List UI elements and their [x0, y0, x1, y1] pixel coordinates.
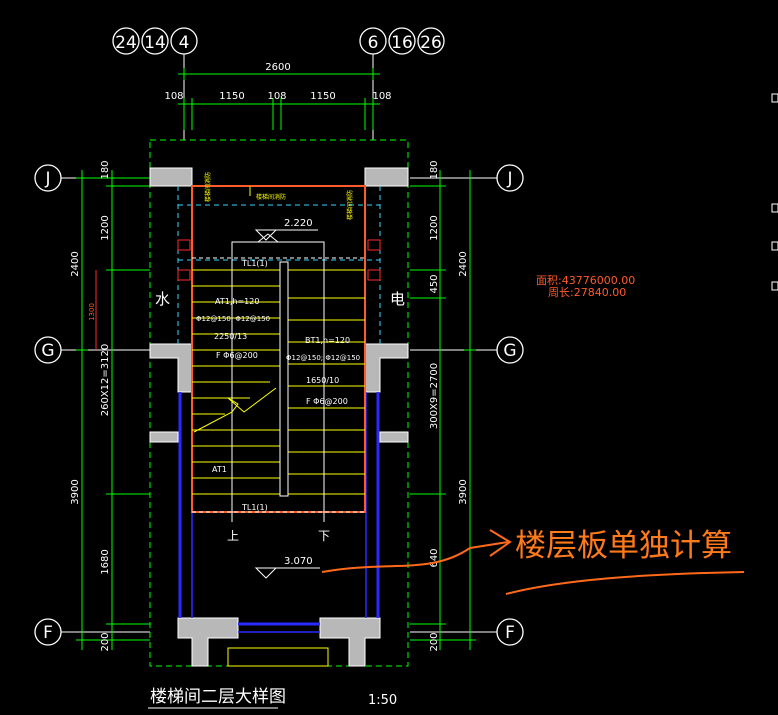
- axis-label-4: 4: [179, 33, 190, 53]
- left-axis-bubbles: J G F: [34, 164, 150, 646]
- level-upper: 2.220: [284, 218, 313, 229]
- area-text: 面积:43776000.00: [536, 274, 635, 287]
- dim-top-part-5: 108: [372, 91, 391, 102]
- direction-labels: 上 下 水 电: [155, 290, 405, 543]
- up-label: 上: [227, 529, 239, 543]
- axis-label-6: 6: [368, 33, 379, 53]
- at1-title: AT1,h=120: [215, 297, 259, 306]
- red-marks: [177, 239, 381, 281]
- yellow-notes: 楼梯间消防 楼梯间消防 楼梯间消防: [204, 172, 354, 220]
- bt1-dims: 1650/10: [306, 376, 339, 385]
- tl-bottom-label: TL1(1): [241, 503, 268, 512]
- axis-label-14: 14: [144, 33, 166, 53]
- dim-right-1200: 1200: [429, 215, 440, 240]
- at1-label: AT1: [212, 465, 227, 474]
- water-label: 水: [155, 290, 170, 308]
- axis-label-16: 16: [391, 33, 413, 53]
- top-dimensions: 2600 108 1150 108 1150 108: [164, 62, 392, 130]
- dim-top-part-3: 108: [267, 91, 286, 102]
- dim-left-1200: 1200: [100, 215, 111, 240]
- down-label: 下: [318, 529, 330, 543]
- dim-right-180: 180: [429, 160, 440, 179]
- top-axis-bubbles: 24 14 4 6 16 26: [112, 27, 445, 140]
- axis-left-G: G: [41, 341, 54, 361]
- drawing-scale: 1:50: [368, 693, 397, 708]
- dim-right-450: 450: [429, 274, 440, 293]
- left-dimensions: 2400 3900 180 1200 260X12=3120 1680 200 …: [70, 160, 150, 652]
- dim-right-2700: 300X9=2700: [429, 363, 440, 429]
- dim-left-3120: 260X12=3120: [100, 344, 111, 417]
- level-markers: 2.220 3.070: [254, 218, 320, 579]
- level-lower: 3.070: [284, 556, 313, 567]
- bt1-dist: F Φ6@200: [306, 397, 348, 406]
- dim-top-total: 2600: [265, 62, 290, 73]
- at1-rebar: Φ12@150; Φ12@150: [196, 315, 270, 323]
- axis-left-J: J: [44, 169, 50, 189]
- axis-label-24: 24: [115, 33, 137, 53]
- handrail: [231, 233, 325, 522]
- break-line: [193, 387, 277, 433]
- dim-top-part-4: 1150: [310, 91, 335, 102]
- cyan-beams: [177, 186, 381, 344]
- axis-right-F: F: [505, 623, 515, 643]
- perimeter-text: 周长:27840.00: [548, 286, 626, 299]
- flight-labels: AT1,h=120 Φ12@150; Φ12@150 2250/13 F Φ6@…: [196, 297, 360, 474]
- note-right: 楼梯间消防: [346, 190, 354, 220]
- dim-right-200: 200: [429, 632, 440, 651]
- axis-right-J: J: [506, 169, 512, 189]
- dim-left-2400: 2400: [70, 251, 81, 276]
- annotation-text: 楼层板单独计算: [515, 528, 732, 564]
- axis-right-G: G: [503, 341, 516, 361]
- walls: [149, 167, 409, 667]
- dim-top-part-2: 1150: [219, 91, 244, 102]
- dim-left-1680: 1680: [100, 549, 111, 574]
- right-axis-bubbles: J G F: [410, 164, 524, 646]
- at1-dist: F Φ6@200: [216, 351, 258, 360]
- stair-right-flight: [288, 269, 365, 495]
- outer-boundary: [149, 139, 409, 667]
- axis-label-26: 26: [420, 33, 442, 53]
- drawing-title: 楼梯间二层大样图: [150, 687, 286, 707]
- bt1-rebar: Φ12@150; Φ12@150: [286, 354, 360, 362]
- note-left: 楼梯间消防: [204, 172, 212, 202]
- dim-right-3900: 3900: [458, 479, 469, 504]
- edge-marks: [771, 93, 778, 291]
- tl-beams: TL1(1) TL1(1): [192, 257, 365, 513]
- slab-outline: [191, 185, 366, 513]
- dim-right-2400: 2400: [458, 251, 469, 276]
- dim-top-part-1: 108: [164, 91, 183, 102]
- bt1-title: BT1,h=120: [305, 336, 350, 345]
- dim-left-1300: 1300: [88, 303, 96, 321]
- dim-left-200: 200: [100, 632, 111, 651]
- dim-left-3900: 3900: [70, 479, 81, 504]
- electric-label: 电: [390, 290, 405, 308]
- dim-right-640: 640: [429, 548, 440, 567]
- at1-dims: 2250/13: [214, 332, 247, 341]
- right-dimensions: 2400 3900 180 1200 450 300X9=2700 640 20…: [410, 160, 476, 652]
- stair-left-flight: [192, 269, 280, 495]
- drawing-footer: 楼梯间二层大样图 1:50: [148, 687, 397, 709]
- note-mid: 楼梯间消防: [256, 193, 286, 201]
- area-info: 面积:43776000.00 周长:27840.00: [536, 274, 635, 299]
- annotation-callout: 楼层板单独计算: [321, 528, 745, 595]
- dim-left-180: 180: [100, 160, 111, 179]
- axis-left-F: F: [43, 623, 53, 643]
- tl-top-label: TL1(1): [241, 259, 268, 268]
